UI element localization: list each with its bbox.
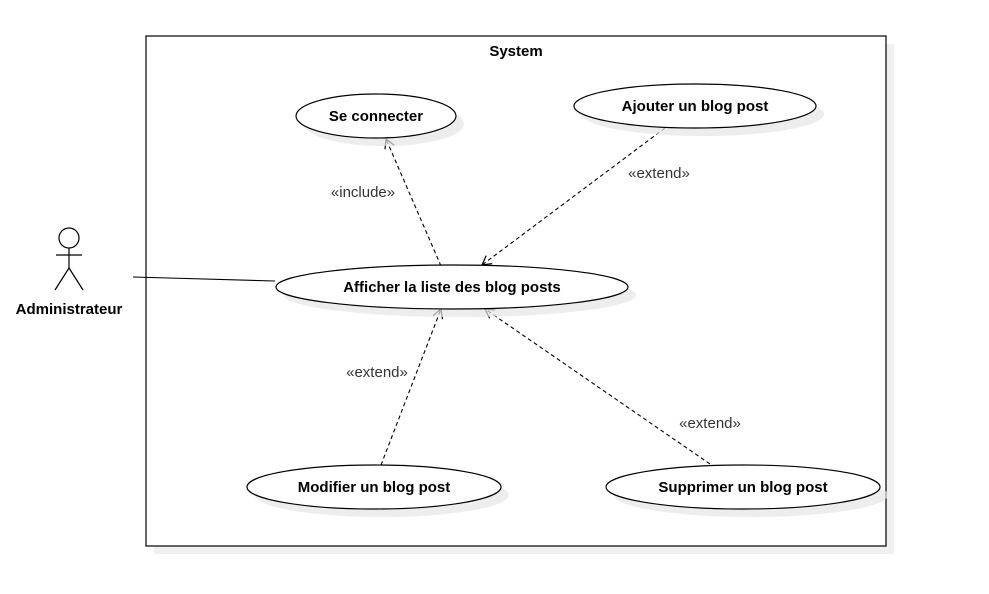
system-title: System <box>489 43 542 60</box>
use-case-afficher[interactable]: Afficher la liste des blog posts <box>275 264 636 317</box>
use-case-ajouter[interactable]: Ajouter un blog post <box>573 83 824 136</box>
extend-label-ajouter: «extend» <box>628 165 690 182</box>
actor-administrateur[interactable]: Administrateur <box>16 227 123 318</box>
use-case-label: Ajouter un blog post <box>622 98 769 115</box>
relation-extend-modifier: «extend» <box>346 307 444 466</box>
include-label: «include» <box>331 184 395 201</box>
use-case-label: Modifier un blog post <box>298 479 450 496</box>
extend-label-modifier: «extend» <box>346 364 408 381</box>
use-case-se-connecter[interactable]: Se connecter <box>295 93 464 146</box>
relation-extend-ajouter: «extend» <box>481 127 690 266</box>
use-case-modifier[interactable]: Modifier un blog post <box>246 464 509 517</box>
use-case-label: Afficher la liste des blog posts <box>343 279 561 296</box>
use-case-label: Se connecter <box>329 108 423 125</box>
use-case-supprimer[interactable]: Supprimer un blog post <box>605 464 888 517</box>
use-case-label: Supprimer un blog post <box>658 479 827 496</box>
extend-label-supprimer: «extend» <box>679 415 741 432</box>
association-line <box>132 276 276 282</box>
relation-extend-supprimer: «extend» <box>483 308 741 465</box>
actor-label: Administrateur <box>16 301 123 318</box>
stick-figure-icon <box>54 227 84 291</box>
relation-include: «include» <box>331 137 442 267</box>
